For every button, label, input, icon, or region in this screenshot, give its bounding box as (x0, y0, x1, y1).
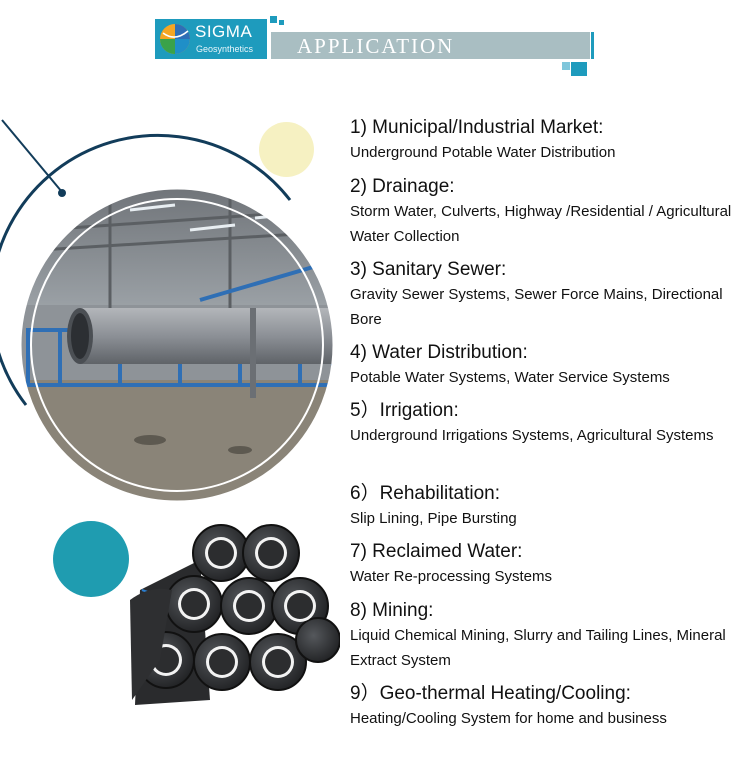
item-title: 1) Municipal/Industrial Market: (350, 117, 604, 138)
item-title: 6）Rehabilitation: (350, 483, 500, 504)
list-item: 3) Sanitary Sewer: Gravity Sewer Systems… (350, 259, 745, 332)
item-description: Potable Water Systems, Water Service Sys… (350, 369, 670, 386)
globe-icon (160, 24, 190, 54)
item-description: Gravity Sewer Systems, Sewer Force Mains… (350, 286, 723, 328)
list-item: 4) Water Distribution: Potable Water Sys… (350, 342, 745, 390)
decor-square (270, 16, 277, 23)
item-title: 2) Drainage: (350, 176, 455, 197)
item-description: Underground Potable Water Distribution (350, 144, 616, 161)
item-description: Underground Irrigations Systems, Agricul… (350, 427, 714, 444)
decor-square (279, 20, 284, 25)
decorative-arc-lines (0, 119, 292, 406)
decor-square (562, 62, 570, 70)
list-item: 7) Reclaimed Water: Water Re-processing … (350, 541, 745, 589)
list-item: 2) Drainage: Storm Water, Culverts, High… (350, 176, 745, 249)
pipe-stack-photo (130, 524, 340, 705)
list-item: 1) Municipal/Industrial Market: Undergro… (350, 117, 745, 165)
sigma-logo[interactable]: SIGMA Geosynthetics (155, 19, 267, 59)
section-banner (271, 32, 590, 59)
item-description: Liquid Chemical Mining, Slurry and Taili… (350, 627, 726, 669)
decor-teal-circle (53, 521, 129, 597)
list-item: 8) Mining: Liquid Chemical Mining, Slurr… (350, 600, 745, 673)
decor-yellow-circle (259, 122, 314, 177)
banner-accent-bar (591, 32, 594, 59)
logo-name: SIGMA (195, 22, 253, 41)
item-description: Slip Lining, Pipe Bursting (350, 510, 517, 527)
decor-square (571, 62, 587, 76)
list-item: 9）Geo-thermal Heating/Cooling: Heating/C… (350, 683, 745, 731)
list-item: 6）Rehabilitation: Slip Lining, Pipe Burs… (350, 483, 745, 531)
logo-tagline: Geosynthetics (196, 44, 254, 54)
item-title: 3) Sanitary Sewer: (350, 259, 507, 280)
item-title: 9）Geo-thermal Heating/Cooling: (350, 683, 631, 704)
factory-photo (18, 186, 336, 504)
item-description: Heating/Cooling System for home and busi… (350, 710, 667, 727)
item-description: Storm Water, Culverts, Highway /Resident… (350, 203, 732, 245)
item-title: 8) Mining: (350, 600, 434, 621)
section-title: APPLICATION (297, 34, 455, 58)
item-description: Water Re-processing Systems (350, 568, 553, 585)
item-title: 4) Water Distribution: (350, 342, 528, 363)
list-item: 5）Irrigation: Underground Irrigations Sy… (350, 400, 745, 448)
item-title: 7) Reclaimed Water: (350, 541, 523, 562)
item-title: 5）Irrigation: (350, 400, 459, 421)
